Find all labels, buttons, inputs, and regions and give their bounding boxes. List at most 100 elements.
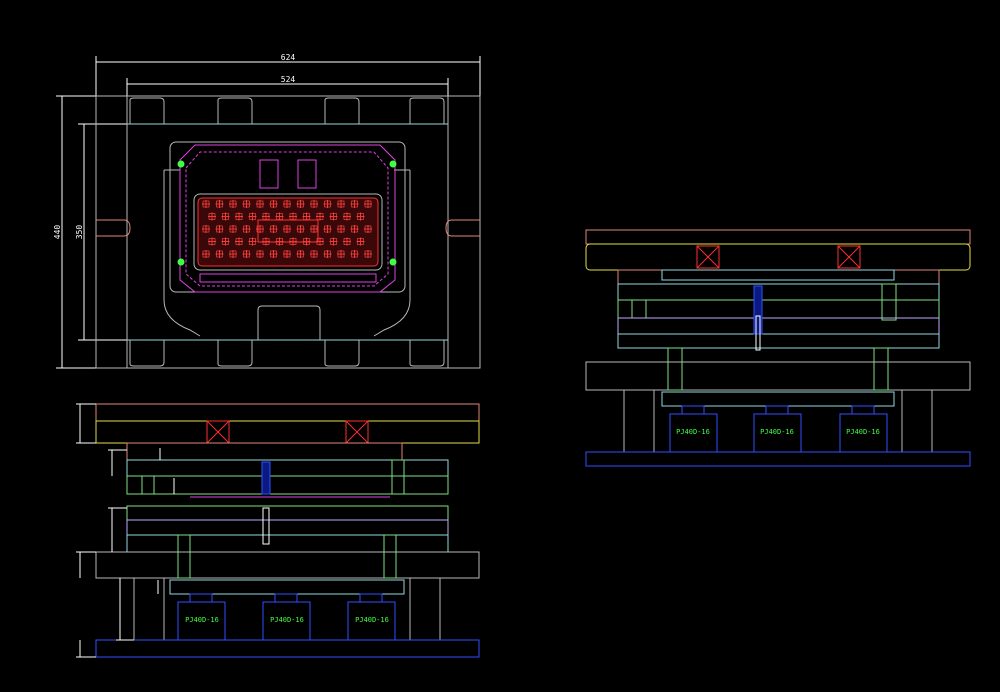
front-block-label-1: PJ40D-16 [185,616,219,624]
key-cross [310,250,318,258]
key-square [216,200,223,208]
key-cross [275,212,284,221]
front-a-plate [126,475,449,495]
key-cross [337,200,345,208]
key-square [364,225,372,233]
side-block-label-2: PJ40D-16 [760,428,794,436]
plan-part-key-grid [202,200,372,258]
front-dimension-ticks [76,403,175,658]
key-cross [215,200,224,208]
key-cross [202,225,210,233]
key-square [249,213,256,220]
key-cross [283,225,291,233]
key-cross [202,250,210,258]
key-square [297,250,304,258]
key-cross [350,250,359,258]
front-ejector-pin [262,507,270,545]
key-square [256,200,264,208]
key-square [283,225,291,233]
key-square [256,225,264,233]
key-square [310,250,318,258]
front-return-pin-left [177,534,191,579]
key-square [270,200,277,208]
key-cross [283,250,291,258]
front-sprue [261,461,271,495]
front-guide-left [141,475,155,495]
key-cross [323,200,332,208]
key-square [297,225,304,233]
front-lifter-blocks [206,420,369,444]
key-cross [310,225,318,233]
key-cross [208,212,216,221]
plan-dim-outer-height: 440 [53,225,62,240]
key-square [324,250,331,258]
plan-pockets [129,97,445,367]
key-cross [221,237,230,246]
key-cross [242,225,251,233]
side-lifter-blocks [696,245,861,269]
front-block-label-3: PJ40D-16 [355,616,389,624]
key-square [202,225,210,233]
key-square [249,238,256,245]
key-square [364,250,372,258]
key-cross [248,212,257,221]
key-cross [350,225,359,233]
key-square [357,238,364,245]
key-cross [208,237,216,246]
key-cross [337,250,345,258]
key-square [243,200,250,208]
key-square [216,225,223,233]
key-square [256,250,264,258]
key-square [330,238,337,245]
key-cross [296,225,305,233]
plan-view: 624 524 440 350 [53,53,481,369]
key-cross [242,250,251,258]
key-cross [350,200,359,208]
key-cross [256,250,264,258]
plan-inner-frame [126,95,449,369]
key-cross [229,200,237,208]
key-cross [364,200,372,208]
key-cross [329,237,338,246]
key-cross [316,212,324,221]
side-top-bar [661,269,895,281]
front-block-label-2: PJ40D-16 [270,616,304,624]
key-square [337,250,345,258]
side-guide-right [881,283,897,321]
key-square [330,213,337,220]
key-square [202,250,210,258]
key-cross [364,225,372,233]
key-cross [262,212,270,221]
key-square [324,225,331,233]
key-square [316,213,324,220]
front-guide-right [391,459,405,495]
side-return-pin-left [667,347,683,391]
key-square [310,225,318,233]
key-square [343,238,351,245]
key-square [364,200,372,208]
key-cross [229,225,237,233]
key-square [270,250,277,258]
key-square [351,200,358,208]
side-ejector-pin [755,315,761,351]
side-block-label-3: PJ40D-16 [846,428,880,436]
plan-guide-bushings [177,160,397,266]
key-square [351,250,358,258]
front-spacer-plate [95,551,480,579]
key-cross [235,237,243,246]
side-return-pin-right [873,347,889,391]
plan-dimensions [56,56,481,369]
plan-part-center-key [257,219,319,243]
plan-feature-left [259,159,279,189]
key-cross [229,250,237,258]
side-view: PJ40D-16 PJ40D-16 PJ40D-16 [585,229,971,467]
plan-cavity-inner [185,151,389,287]
plan-part-outline [193,193,383,271]
side-spacer-plate [585,361,971,391]
key-square [351,225,358,233]
key-square [243,250,250,258]
plan-dim-inner-width: 524 [281,75,296,84]
key-square [222,238,229,245]
key-cross [235,212,243,221]
key-cross [256,200,264,208]
